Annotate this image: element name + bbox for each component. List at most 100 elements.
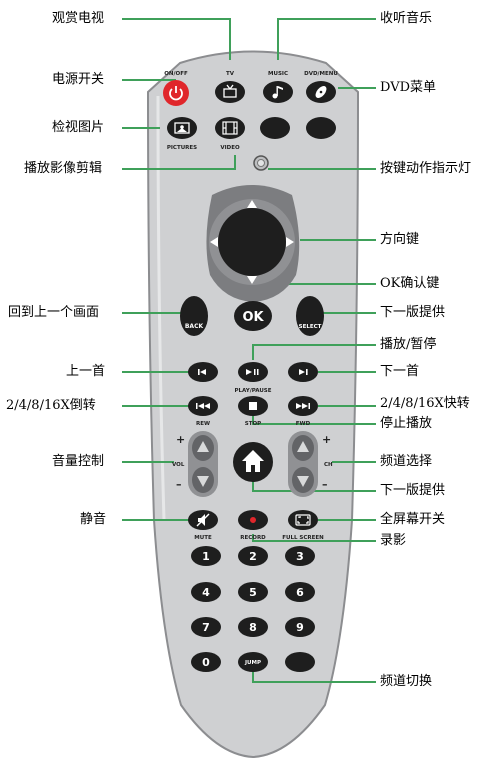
callout-music: 收听音乐	[380, 11, 433, 26]
pictures-button[interactable]	[167, 117, 197, 139]
key-2-label: 2	[249, 550, 257, 563]
ch-plus: +	[322, 433, 331, 446]
channel-up-icon[interactable]	[297, 441, 309, 452]
fullscreen-button[interactable]	[288, 510, 318, 530]
callout-next: 下一首	[380, 364, 420, 379]
key-8-label: 8	[249, 621, 257, 634]
callout-home: 下一版提供	[380, 483, 446, 498]
jump-label: JUMP	[244, 660, 261, 666]
callout-fullscreen: 全屏幕开关	[380, 512, 446, 527]
callout-video: 播放影像剪辑	[24, 161, 103, 176]
home-icon	[242, 450, 264, 472]
ok-button[interactable]: OK	[234, 301, 272, 331]
blank-button-3[interactable]	[285, 652, 315, 672]
mute-button[interactable]	[188, 510, 218, 530]
prev-button[interactable]	[188, 362, 218, 382]
volume-down-icon[interactable]	[197, 476, 209, 487]
stop-icon	[249, 402, 257, 410]
music-label: MUSIC	[268, 71, 288, 77]
callout-prev: 上一首	[66, 364, 106, 379]
dpad[interactable]	[206, 185, 300, 302]
fullscreen-icon	[295, 514, 311, 526]
key-9[interactable]: 9	[285, 617, 315, 637]
video-button[interactable]	[215, 117, 245, 139]
key-0-label: 0	[202, 656, 210, 669]
key-5-label: 5	[249, 586, 257, 599]
callout-stop: 停止播放	[380, 416, 433, 431]
music-button[interactable]	[263, 81, 293, 103]
tv-label: TV	[226, 71, 235, 77]
jump-button[interactable]: JUMP	[238, 652, 268, 672]
key-5[interactable]: 5	[238, 582, 268, 602]
playpause-label: PLAY/PAUSE	[234, 388, 271, 394]
arrow-up-icon[interactable]	[247, 200, 257, 208]
arrow-right-icon[interactable]	[286, 237, 294, 247]
key-2[interactable]: 2	[238, 546, 268, 566]
next-button[interactable]	[288, 362, 318, 382]
record-button[interactable]	[238, 510, 268, 530]
arrow-left-icon[interactable]	[210, 237, 218, 247]
callout-volume: 音量控制	[52, 454, 105, 469]
callout-watch-tv: 观赏电视	[52, 11, 105, 26]
dvd-menu-button[interactable]	[306, 81, 336, 103]
play-pause-button[interactable]	[238, 362, 268, 382]
key-1[interactable]: 1	[191, 546, 221, 566]
skip-previous-icon	[198, 369, 206, 375]
indicator-light	[253, 155, 269, 171]
fast-forward-button[interactable]	[288, 396, 318, 416]
key-3[interactable]: 3	[285, 546, 315, 566]
key-7-label: 7	[202, 621, 210, 634]
volume-rocker[interactable]	[188, 431, 218, 497]
key-0[interactable]: 0	[191, 652, 221, 672]
film-icon	[222, 121, 238, 135]
vol-label: VOL	[172, 462, 185, 468]
callout-jump: 频道切换	[380, 674, 433, 689]
volume-up-icon[interactable]	[197, 441, 209, 452]
tv-button[interactable]	[215, 81, 245, 103]
vol-plus: +	[176, 433, 185, 446]
power-button[interactable]	[163, 80, 189, 106]
vol-minus: –	[176, 478, 182, 491]
key-4-label: 4	[202, 586, 210, 599]
disc-icon	[315, 86, 327, 98]
callout-ff: 2/4/8/16X快转	[380, 396, 470, 411]
ok-label: OK	[242, 310, 264, 325]
fwd-label: FWD	[296, 421, 311, 427]
select-label: SELECT	[299, 324, 322, 330]
video-label: VIDEO	[220, 145, 240, 151]
rewind-icon	[196, 403, 210, 409]
callout-play-pause: 播放/暂停	[380, 337, 437, 352]
back-button[interactable]: BACK	[180, 296, 208, 336]
rewind-button[interactable]	[188, 396, 218, 416]
onoff-label: ON/OFF	[164, 71, 188, 77]
callout-mute: 静音	[80, 512, 107, 527]
pictures-label: PICTURES	[167, 145, 197, 151]
channel-down-icon[interactable]	[297, 476, 309, 487]
fullscreen-label: FULL SCREEN	[282, 535, 324, 541]
blank-button-2[interactable]	[306, 117, 336, 139]
dvdmenu-label: DVD/MENU	[304, 71, 338, 77]
stop-button[interactable]	[238, 396, 268, 416]
select-button[interactable]: SELECT	[296, 296, 324, 336]
channel-rocker[interactable]	[288, 431, 318, 497]
callout-rew: 2/4/8/16X倒转	[6, 398, 96, 413]
key-7[interactable]: 7	[191, 617, 221, 637]
key-3-label: 3	[296, 550, 304, 563]
key-6[interactable]: 6	[285, 582, 315, 602]
key-4[interactable]: 4	[191, 582, 221, 602]
picture-icon	[174, 122, 190, 134]
fast-forward-icon	[296, 403, 310, 409]
arrow-down-icon[interactable]	[247, 276, 257, 284]
stop-label: STOP	[245, 421, 261, 427]
mute-icon	[196, 513, 210, 527]
record-dot-icon	[250, 517, 256, 523]
callout-select: 下一版提供	[380, 305, 446, 320]
play-pause-icon	[246, 369, 259, 375]
callout-record: 录影	[380, 533, 407, 548]
ch-label: CH	[324, 462, 333, 468]
key-8[interactable]: 8	[238, 617, 268, 637]
skip-next-icon	[299, 369, 308, 375]
home-button[interactable]	[233, 442, 273, 482]
blank-button-1[interactable]	[260, 117, 290, 139]
